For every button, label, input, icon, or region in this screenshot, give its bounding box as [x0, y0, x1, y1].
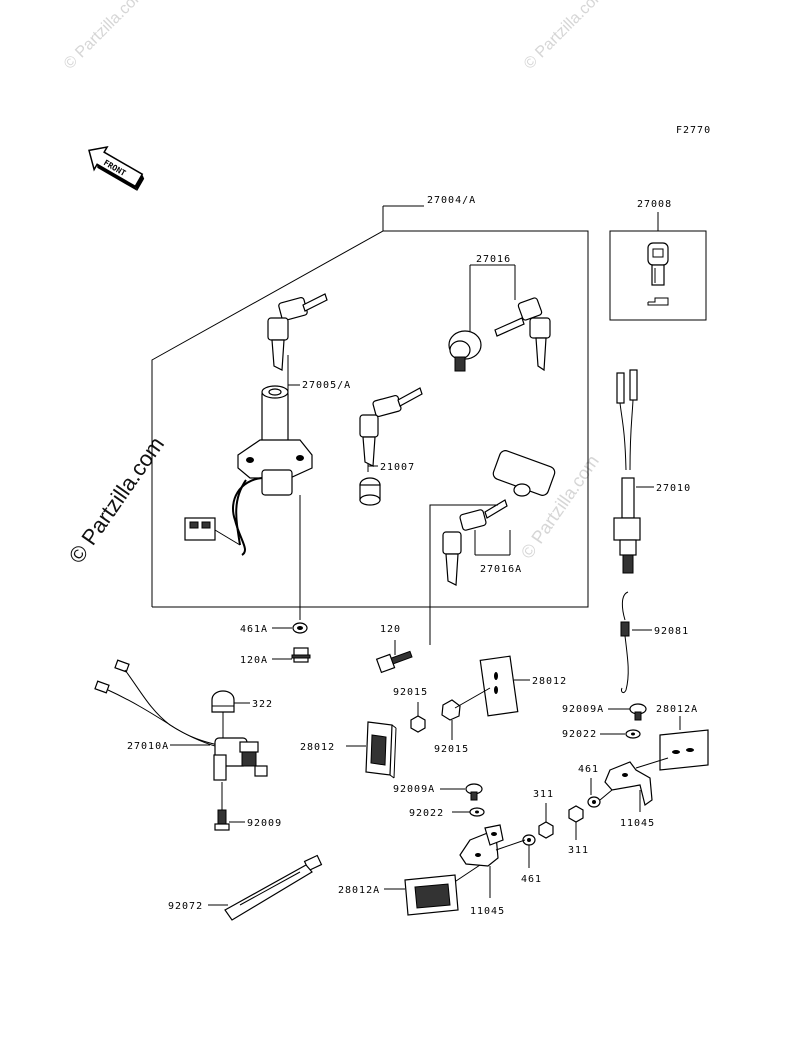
svg-text:© Partzilla.com: © Partzilla.com: [61, 0, 149, 73]
callout-11045-bot: 11045: [470, 906, 505, 917]
callout-11045-right: 11045: [620, 818, 655, 829]
key-icon: [359, 387, 423, 467]
callout-28012A-bot: 28012A: [338, 885, 380, 896]
bolt: [375, 650, 413, 674]
nut: [568, 805, 584, 823]
bolt: [214, 809, 230, 831]
svg-text:© Partzilla.com: © Partzilla.com: [64, 432, 170, 568]
callout-92009A-mid: 92009A: [393, 784, 435, 795]
callout-27010A: 27010A: [127, 741, 169, 752]
key-icon: [442, 499, 508, 586]
ignition-kit-outline: [151, 230, 589, 608]
nut: [441, 699, 461, 721]
callout-27010: 27010: [656, 483, 691, 494]
callout-311-bot: 311: [568, 845, 589, 856]
key-icon: [267, 293, 328, 371]
callout-92009: 92009: [247, 818, 282, 829]
callout-27008: 27008: [637, 199, 672, 210]
callout-21007: 21007: [380, 462, 415, 473]
callout-27005: 27005/A: [302, 380, 351, 391]
key-icon: [494, 297, 551, 372]
callout-461-bot: 461: [521, 874, 542, 885]
callout-461A: 461A: [240, 624, 268, 635]
seat-lock-cylinder: [448, 330, 482, 372]
screw: [629, 703, 647, 721]
callout-461-right: 461: [578, 764, 599, 775]
reflector: [365, 721, 397, 779]
figure-code: F2770: [676, 125, 711, 136]
callout-92009A-right: 92009A: [562, 704, 604, 715]
callout-92015-top: 92015: [393, 687, 428, 698]
washer: [587, 796, 601, 808]
reflector: [659, 729, 709, 771]
callout-27016A: 27016A: [480, 564, 522, 575]
nut: [538, 821, 554, 839]
nut: [410, 715, 426, 733]
reflector: [479, 655, 519, 717]
neutral-switch-lead: [94, 659, 268, 781]
callout-92072: 92072: [168, 901, 203, 912]
callout-120A: 120A: [240, 655, 268, 666]
callout-28012-left: 28012: [300, 742, 335, 753]
screw: [465, 783, 483, 801]
callout-27004: 27004/A: [427, 195, 476, 206]
callout-311-top: 311: [533, 789, 554, 800]
bolt: [291, 647, 311, 663]
washer: [522, 834, 536, 846]
callout-27016: 27016: [476, 254, 511, 265]
cap-nut: [211, 690, 235, 713]
spring: [620, 591, 630, 694]
reflector: [404, 874, 459, 916]
key-blank-icon: [647, 242, 669, 306]
svg-text:© Partzilla.com: © Partzilla.com: [521, 0, 609, 73]
ignition-switch: [184, 385, 313, 556]
bracket: [459, 824, 504, 867]
callout-322: 322: [252, 699, 273, 710]
lock-cylinder: [359, 477, 381, 506]
neutral-switch: [613, 369, 641, 574]
callout-92015-bot: 92015: [434, 744, 469, 755]
cable-tie: [224, 854, 323, 921]
callout-28012-top: 28012: [532, 676, 567, 687]
callout-92081: 92081: [654, 626, 689, 637]
callout-120: 120: [380, 624, 401, 635]
callout-28012A-right: 28012A: [656, 704, 698, 715]
washer: [292, 622, 308, 634]
washer: [625, 729, 641, 739]
callout-92022-right: 92022: [562, 729, 597, 740]
bracket: [604, 761, 653, 807]
front-arrow-icon: FRONT: [88, 145, 145, 191]
washer: [469, 807, 485, 817]
callout-92022-mid: 92022: [409, 808, 444, 819]
helmet-lock: [492, 450, 556, 497]
